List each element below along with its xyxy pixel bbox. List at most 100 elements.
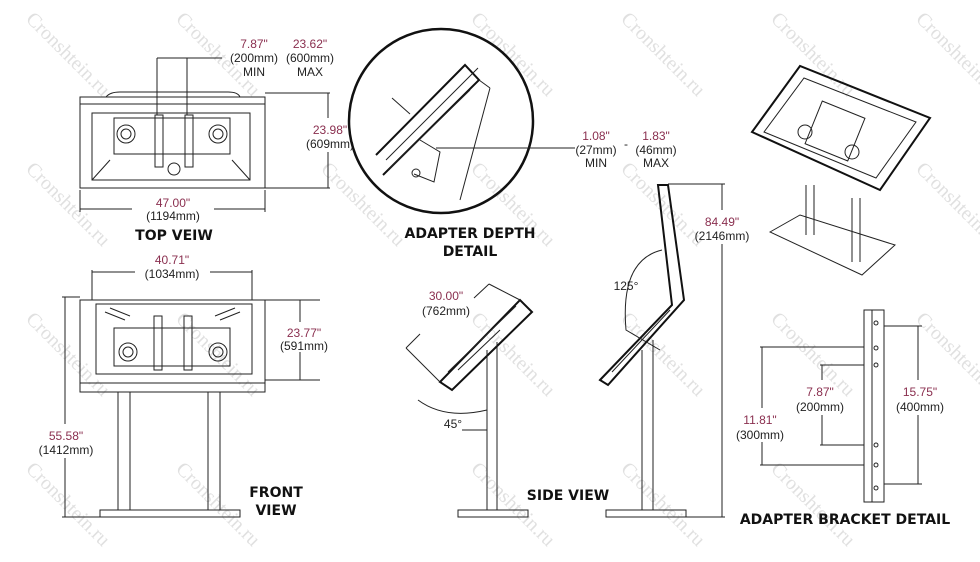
adapter-depth-detail: ADAPTER DEPTH DETAIL 1.08" (27mm) MIN - … (347, 27, 677, 260)
drawing-stroke: Cronshtein.ru (766, 8, 859, 101)
dimension-label: (200mm) (796, 400, 844, 414)
watermark: Cronshtein.ru (171, 308, 264, 401)
dimension-label: 23.98" (313, 123, 347, 137)
drawing-stroke (391, 97, 411, 115)
dimension-label: VIEW (255, 503, 296, 519)
drawing-stroke (212, 346, 224, 358)
dimension-label: (46mm) (635, 143, 676, 157)
dimension-label: (600mm) (286, 51, 334, 65)
drawing-stroke (873, 442, 879, 448)
dimension-label: 47.00" (156, 196, 190, 210)
drawing-stroke (95, 303, 253, 375)
drawing-stroke (488, 283, 521, 301)
drawing-stroke (79, 96, 266, 189)
dimension-label: (762mm) (422, 304, 470, 318)
drawing-stroke (385, 67, 479, 171)
drawing-stroke (154, 114, 164, 168)
dimension-label: (1034mm) (145, 267, 200, 281)
drawing-stroke (122, 346, 134, 358)
drawing-stroke (763, 77, 917, 179)
dimension-label: (1412mm) (39, 443, 94, 457)
drawing-stroke: Cronshtein.ru (466, 458, 559, 551)
drawing-stroke (473, 283, 490, 299)
drawing-stroke (91, 112, 251, 181)
drawing-stroke (113, 117, 231, 155)
dimension-label: 7.87" (240, 37, 268, 51)
dimension-label: 55.58" (49, 429, 83, 443)
dimension-label: 23.77" (287, 326, 321, 340)
drawing-stroke (457, 509, 529, 518)
dimension-label: MIN (585, 156, 607, 170)
watermark: Cronshtein.ru (616, 8, 709, 101)
dimension-label: (400mm) (896, 400, 944, 414)
top-view-title: TOP VEIW (135, 228, 213, 244)
dimension-label: 15.75" (903, 385, 937, 399)
drawing-stroke (113, 327, 231, 367)
side-view: 30.00" (762mm) 45° 125° 84.49" (2146mm) … (405, 183, 749, 518)
drawing-stroke (347, 27, 535, 215)
drawing-stroke (212, 128, 224, 140)
drawing-stroke (873, 462, 879, 468)
drawing-stroke (375, 63, 481, 176)
dimension-label: (591mm) (280, 339, 328, 353)
drawing-stroke: Cronshtein.ru (616, 458, 709, 551)
drawing-stroke (153, 315, 163, 371)
dimension-label: - (624, 137, 628, 151)
watermark: Cronshtein.ru (21, 158, 114, 251)
drawing-stroke: Cronshtein.ru (21, 158, 114, 251)
drawing-stroke (417, 399, 488, 414)
watermark: Cronshtein.ru (911, 158, 980, 251)
top-view: 7.87" (200mm) MIN 23.62" (600mm) MAX 23.… (79, 37, 354, 244)
dimension-label: 23.62" (293, 37, 327, 51)
dimension-label: (200mm) (230, 51, 278, 65)
drawing-stroke (99, 509, 241, 518)
drawing-stroke: Cronshtein.ru (21, 8, 114, 101)
drawing-stroke (105, 91, 241, 98)
dimension-label: MIN (243, 65, 265, 79)
dimension-label: (300mm) (736, 428, 784, 442)
drawing-stroke (79, 299, 266, 393)
drawing-stroke (624, 249, 663, 351)
drawing-stroke (844, 144, 860, 160)
dimension-label: 1.08" (582, 129, 610, 143)
drawing-stroke (873, 345, 879, 351)
drawing-stroke (804, 100, 866, 162)
kiosk-isometric-view (750, 64, 932, 276)
dimension-label: (1194mm) (146, 209, 200, 223)
drawing-stroke (797, 124, 813, 140)
dimension-label: 30.00" (429, 289, 463, 303)
dimension-label: 11.81" (743, 413, 776, 427)
drawing-stroke: Cronshtein.ru (616, 308, 709, 401)
dimension-label: 1.83" (642, 129, 670, 143)
side-view-title: SIDE VIEW (527, 488, 609, 504)
drawing-stroke (91, 159, 111, 181)
drawing-stroke: Cronshtein.ru (911, 8, 980, 101)
drawing-stroke (598, 184, 686, 387)
dimension-label: DETAIL (443, 244, 498, 260)
drawing-stroke (118, 342, 138, 362)
drawing-stroke: Cronshtein.ru (911, 158, 980, 251)
drawing-stroke (183, 315, 193, 371)
drawing-stroke: Cronshtein.ru (171, 308, 264, 401)
drawing-stroke (231, 159, 251, 181)
dimension-label: MAX (297, 65, 323, 79)
watermark: Cronshtein.ru (911, 8, 980, 101)
dimension-label: 84.49" (705, 215, 739, 229)
watermark: Cronshtein.ru (616, 308, 709, 401)
dimension-label: (27mm) (575, 143, 616, 157)
drawing-stroke (116, 124, 136, 144)
watermark: Cronshtein.ru (171, 458, 264, 551)
drawing-stroke (863, 309, 885, 503)
drawing-stroke (605, 509, 687, 518)
watermark: Cronshtein.ru (21, 308, 114, 401)
watermark: Cronshtein.ru (466, 458, 559, 551)
watermark: Cronshtein.ru (466, 308, 559, 401)
drawing-stroke (873, 320, 879, 326)
dimension-label: 45° (444, 417, 462, 431)
drawing-stroke (413, 139, 441, 183)
front-view-title: FRONT (249, 485, 303, 501)
drawing-stroke (167, 162, 181, 176)
adapter-bracket-detail: 15.75" (400mm) 7.87" (200mm) 11.81" (300… (736, 309, 950, 528)
